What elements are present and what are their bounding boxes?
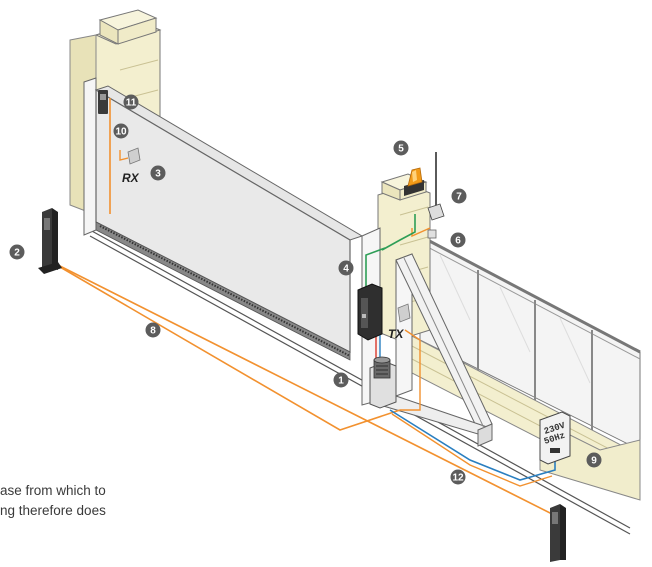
marker-12: 12	[450, 469, 466, 485]
key-selector	[98, 90, 108, 114]
photocell-tx: TX	[388, 303, 411, 341]
marker-11-label: 11	[126, 98, 137, 109]
marker-3-label: 3	[155, 169, 161, 180]
marker-4-label: 4	[343, 264, 349, 275]
control-panel	[357, 283, 383, 341]
caption-fragment-2: ng therefore does	[0, 503, 106, 518]
left-photocell-post	[38, 208, 62, 274]
marker-6-label: 6	[455, 236, 461, 247]
right-photocell-post	[550, 504, 566, 562]
photocell-rx: RX	[122, 147, 141, 185]
marker-4: 4	[338, 260, 354, 276]
rx-label: RX	[122, 171, 140, 185]
sliding-gate-panel	[94, 85, 364, 361]
marker-10-label: 10	[115, 127, 127, 138]
antenna	[427, 152, 445, 221]
marker-9: 9	[586, 452, 602, 468]
marker-1-label: 1	[338, 376, 344, 387]
marker-8: 8	[145, 322, 161, 338]
marker-7-label: 7	[456, 192, 462, 203]
marker-1: 1	[333, 372, 349, 388]
marker-2-label: 2	[14, 248, 20, 259]
marker-5: 5	[393, 140, 409, 156]
caption-fragment-1: ase from which to	[0, 483, 106, 498]
marker-11: 11	[123, 94, 139, 110]
power-supply-box: 230V 50Hz	[539, 411, 571, 465]
marker-9-label: 9	[591, 456, 597, 467]
marker-3: 3	[150, 165, 166, 181]
ground-rail	[89, 229, 631, 535]
marker-5-label: 5	[398, 144, 404, 155]
marker-8-label: 8	[150, 326, 156, 337]
tx-label: TX	[388, 327, 404, 341]
gear-motor	[369, 356, 397, 409]
pillar-light	[427, 229, 437, 239]
gate-left-post	[83, 77, 97, 236]
marker-10: 10	[113, 123, 129, 139]
flashing-lamp	[404, 167, 424, 196]
marker-2: 2	[9, 244, 25, 260]
marker-12-label: 12	[452, 473, 464, 484]
marker-7: 7	[451, 188, 467, 204]
marker-6: 6	[450, 232, 466, 248]
